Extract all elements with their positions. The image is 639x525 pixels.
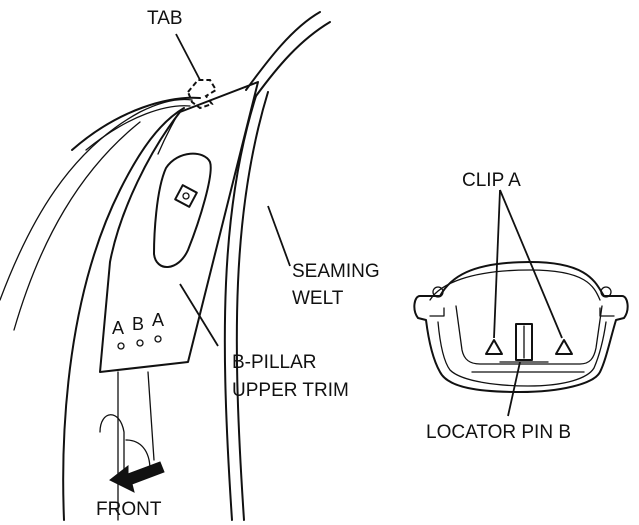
- tab-label: TAB: [147, 8, 183, 29]
- clip-marker-a-1: A: [112, 318, 124, 338]
- b-pillar-label-line1: B-PILLAR: [232, 352, 316, 373]
- clip-a-leader-left: [493, 189, 501, 339]
- clip-marker-a-2: A: [152, 310, 164, 330]
- clip-cross-section: [413, 261, 629, 393]
- clip-a-left: [485, 339, 503, 355]
- locator-pin-b: [515, 323, 533, 361]
- seaming-welt-label-line1: SEAMING: [292, 261, 380, 282]
- clip-hole: [136, 339, 144, 347]
- clip-a-right: [555, 339, 573, 355]
- door-frame-outlines: [0, 96, 201, 521]
- clip-hole: [154, 335, 162, 343]
- seaming-welt-leader: [267, 205, 291, 267]
- trim-emblem: [174, 184, 198, 208]
- tab-leader: [175, 33, 201, 81]
- clip-a-leader-right: [499, 189, 563, 339]
- seaming-welt-label-line2: WELT: [292, 288, 344, 309]
- clip-marker-b: B: [132, 314, 144, 334]
- b-pillar-upper-trim-shape: [99, 81, 259, 373]
- front-arrow-icon: [109, 461, 165, 493]
- b-pillar-label-line2: UPPER TRIM: [232, 380, 349, 401]
- locator-pin-b-label: LOCATOR PIN B: [426, 422, 571, 443]
- tab-outline: [186, 79, 218, 110]
- front-label: FRONT: [96, 499, 162, 520]
- clip-a-label: CLIP A: [462, 170, 521, 191]
- clip-hole: [117, 342, 125, 350]
- locator-pin-leader: [507, 361, 521, 417]
- b-pillar-trim-leader: [179, 283, 219, 347]
